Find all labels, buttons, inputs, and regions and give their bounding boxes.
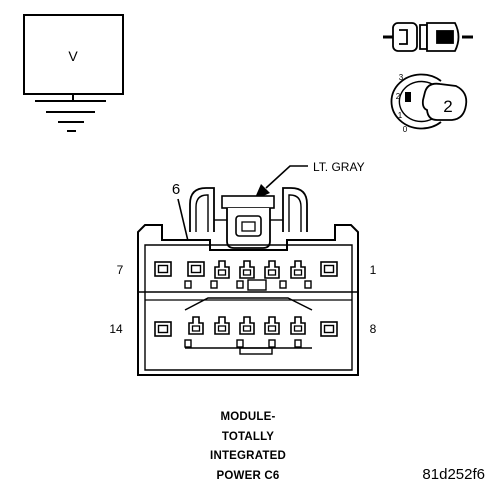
pin-cavity <box>154 321 172 337</box>
caption-line: MODULE- <box>220 411 276 423</box>
key-position-3: 3 <box>399 73 404 82</box>
ignition-key-icon: 3 2 1 0 2 <box>390 73 468 134</box>
pin-cavity <box>320 321 338 337</box>
back-probe-icon <box>383 22 473 52</box>
voltmeter-box <box>23 14 124 95</box>
key-position-1: 1 <box>398 111 403 120</box>
pin-label-14: 14 <box>109 322 123 336</box>
pin-label-7: 7 <box>117 263 124 277</box>
caption-line: INTEGRATED <box>210 450 286 462</box>
voltmeter-label: V <box>68 48 78 64</box>
key-position-0: 0 <box>403 125 408 134</box>
callout-pin-number: 6 <box>172 181 180 198</box>
connector-color-label: LT. GRAY <box>313 160 365 174</box>
pin-cavity <box>320 261 338 277</box>
pin-label-1: 1 <box>370 263 377 277</box>
figure-code: 81d252f6 <box>422 466 485 483</box>
caption-line: TOTALLY <box>221 430 275 443</box>
connector-caption: MODULE- TOTALLY INTEGRATED POWER C6 <box>168 408 328 486</box>
ground-icon <box>35 100 106 132</box>
key-position-2: 2 <box>396 92 401 101</box>
pin-cavity <box>154 261 172 277</box>
pin-cavity <box>187 261 205 277</box>
connector-face <box>137 187 359 376</box>
color-leader-line <box>265 165 308 189</box>
key-selected-position: 2 <box>443 97 452 116</box>
caption-line: POWER C6 <box>216 469 280 482</box>
pin-label-8: 8 <box>370 322 377 336</box>
voltmeter-symbol: V <box>23 14 124 132</box>
connector-latch <box>189 187 308 249</box>
